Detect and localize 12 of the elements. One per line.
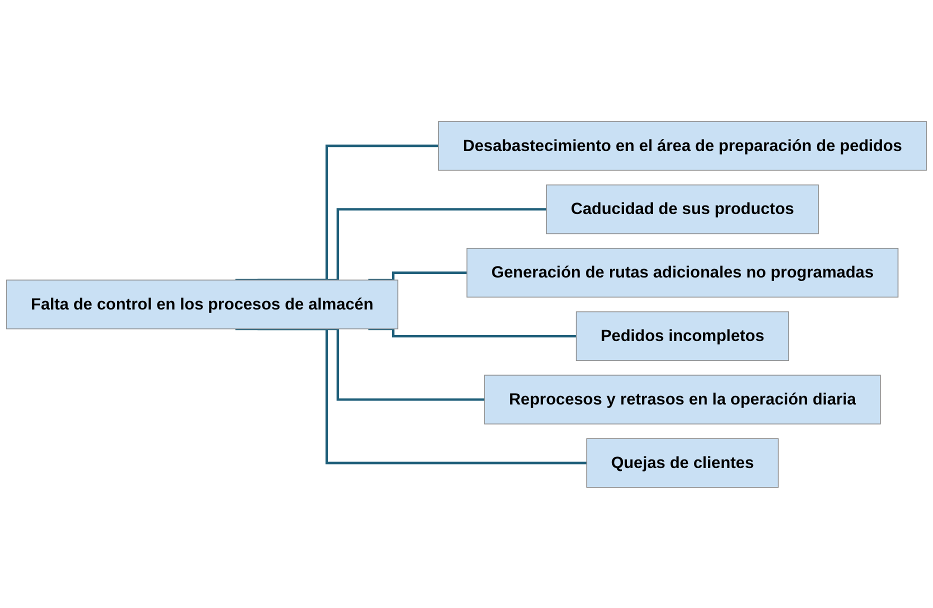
connector <box>368 327 576 337</box>
connector <box>235 144 438 281</box>
node-box: Reprocesos y retrasos en la operación diaria <box>484 374 881 424</box>
node-box: Falta de control en los procesos de almacén <box>6 279 398 329</box>
connector <box>368 271 467 281</box>
node-box: Generación de rutas adicionales no programadas <box>466 247 898 298</box>
connector <box>235 327 587 464</box>
node-box: Desabastecimiento en el área de preparación de pedidos <box>438 120 927 170</box>
connector <box>258 208 546 281</box>
node-box: Caducidad de sus productos <box>546 184 819 234</box>
node-box: Pedidos incompletos <box>576 310 790 361</box>
node-box: Quejas de clientes <box>586 438 779 488</box>
